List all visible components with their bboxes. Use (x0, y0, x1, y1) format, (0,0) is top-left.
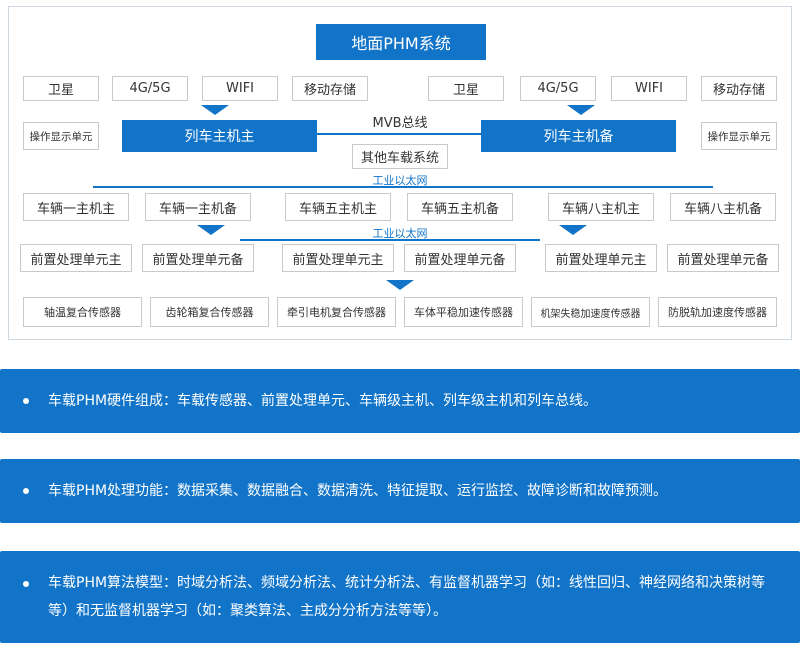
arrow-sensors (386, 280, 414, 290)
ground-phm-title: 地面PHM系统 (316, 24, 486, 60)
sensor-box: 防脱轨加速度传感器 (658, 297, 777, 327)
preprocess-unit: 前置处理单元备 (404, 244, 516, 272)
info-text: 车载PHM处理功能：数据采集、数据融合、数据清洗、特征提取、运行监控、故障诊断和… (48, 483, 668, 499)
vehicle-host: 车辆五主机主 (285, 193, 391, 221)
info-text: 车载PHM硬件组成：车载传感器、前置处理单元、车辆级主机、列车级主机和列车总线。 (48, 393, 598, 409)
train-main-unit-backup: 列车主机备 (481, 120, 676, 152)
vehicle-host: 车辆一主机备 (145, 193, 251, 221)
ethernet-label-1: 工业以太网 (372, 174, 428, 187)
preprocess-unit: 前置处理单元主 (20, 244, 132, 272)
ethernet-line-2 (240, 239, 540, 241)
sensor-box: 车体平稳加速传感器 (404, 297, 523, 327)
right-comm-satellite: 卫星 (428, 76, 504, 101)
info-panel-algorithms: 车载PHM算法模型：时域分析法、频域分析法、统计分析法、有监督机器学习（如：线性… (0, 551, 800, 643)
bullet-icon (23, 398, 29, 404)
arrow-right-group (559, 225, 587, 235)
bullet-icon (23, 581, 29, 587)
other-onboard-systems: 其他车载系统 (352, 144, 448, 169)
sensor-box: 机架失稳加速度传感器 (531, 297, 650, 327)
info-panel-hardware: 车载PHM硬件组成：车载传感器、前置处理单元、车辆级主机、列车级主机和列车总线。 (0, 369, 800, 433)
preprocess-unit: 前置处理单元主 (545, 244, 657, 272)
sensor-box: 轴温复合传感器 (23, 297, 142, 327)
ethernet-label-2: 工业以太网 (372, 227, 428, 240)
arrow-left-group (197, 225, 225, 235)
left-display-unit: 操作显示单元 (23, 122, 99, 150)
preprocess-unit: 前置处理单元备 (142, 244, 254, 272)
right-comm-storage: 移动存储 (701, 76, 777, 101)
sensor-box: 牵引电机复合传感器 (277, 297, 396, 327)
info-text: 车载PHM算法模型：时域分析法、频域分析法、统计分析法、有监督机器学习（如：线性… (48, 575, 766, 619)
diagram-frame (8, 6, 792, 340)
preprocess-unit: 前置处理单元备 (667, 244, 779, 272)
mvb-bus-line (317, 133, 481, 135)
arrow-right-comms (567, 105, 595, 115)
left-comm-storage: 移动存储 (292, 76, 368, 101)
arrow-left-comms (201, 105, 229, 115)
bullet-icon (23, 488, 29, 494)
left-comm-satellite: 卫星 (23, 76, 99, 101)
train-main-unit-primary: 列车主机主 (122, 120, 317, 152)
preprocess-unit: 前置处理单元主 (282, 244, 394, 272)
vehicle-host: 车辆八主机主 (548, 193, 654, 221)
mvb-bus-label: MVB总线 (372, 116, 428, 131)
left-comm-4g5g: 4G/5G (112, 76, 188, 101)
vehicle-host: 车辆八主机备 (670, 193, 776, 221)
sensor-box: 齿轮箱复合传感器 (150, 297, 269, 327)
left-comm-wifi: WIFI (202, 76, 278, 101)
right-comm-wifi: WIFI (611, 76, 687, 101)
ethernet-line-1 (93, 186, 713, 188)
vehicle-host: 车辆一主机主 (23, 193, 129, 221)
info-panel-functions: 车载PHM处理功能：数据采集、数据融合、数据清洗、特征提取、运行监控、故障诊断和… (0, 459, 800, 523)
vehicle-host: 车辆五主机备 (407, 193, 513, 221)
right-display-unit: 操作显示单元 (701, 122, 777, 150)
right-comm-4g5g: 4G/5G (520, 76, 596, 101)
